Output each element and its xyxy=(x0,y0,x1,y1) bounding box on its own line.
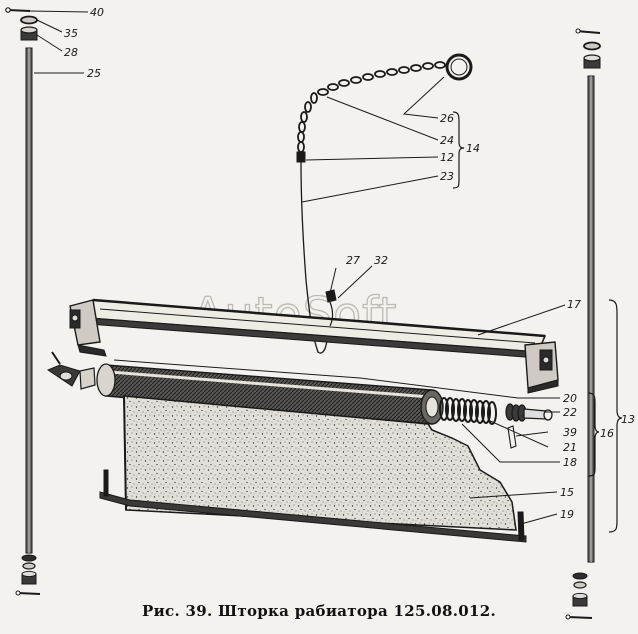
guide-frame xyxy=(69,289,559,394)
right-rod-assembly xyxy=(565,28,601,620)
callout-40: 40 xyxy=(90,6,104,19)
callout-19: 19 xyxy=(560,508,574,521)
callout-20: 20 xyxy=(563,392,577,405)
callout-18: 18 xyxy=(563,456,577,469)
callout-16: 16 xyxy=(600,427,614,440)
callout-23: 23 xyxy=(440,170,454,183)
figure-caption: Рис. 39. Шторка рабиатора 125.08.012. xyxy=(142,602,496,620)
callout-labels: 40 35 28 25 26 24 12 23 14 27 32 17 20 2… xyxy=(64,6,635,521)
callout-28: 28 xyxy=(64,46,78,59)
callout-21: 21 xyxy=(563,441,577,454)
pull-chain xyxy=(296,53,473,354)
callout-22: 22 xyxy=(563,406,577,419)
callout-15: 15 xyxy=(560,486,574,499)
callout-32: 32 xyxy=(374,254,388,267)
group-brackets xyxy=(452,111,623,533)
callout-26: 26 xyxy=(440,112,454,125)
left-rod-assembly xyxy=(5,7,41,596)
callout-27: 27 xyxy=(346,254,360,267)
roller-drum xyxy=(96,363,553,449)
curtain-fabric xyxy=(99,395,527,543)
callout-35: 35 xyxy=(64,27,78,40)
callout-39: 39 xyxy=(563,426,577,439)
callout-17: 17 xyxy=(567,298,581,311)
callout-13: 13 xyxy=(621,413,635,426)
callout-12: 12 xyxy=(440,151,454,164)
left-bearing xyxy=(46,351,96,390)
callout-24: 24 xyxy=(440,134,454,147)
callout-14: 14 xyxy=(466,142,480,155)
callout-25: 25 xyxy=(87,67,101,80)
leader-lines xyxy=(29,10,566,525)
